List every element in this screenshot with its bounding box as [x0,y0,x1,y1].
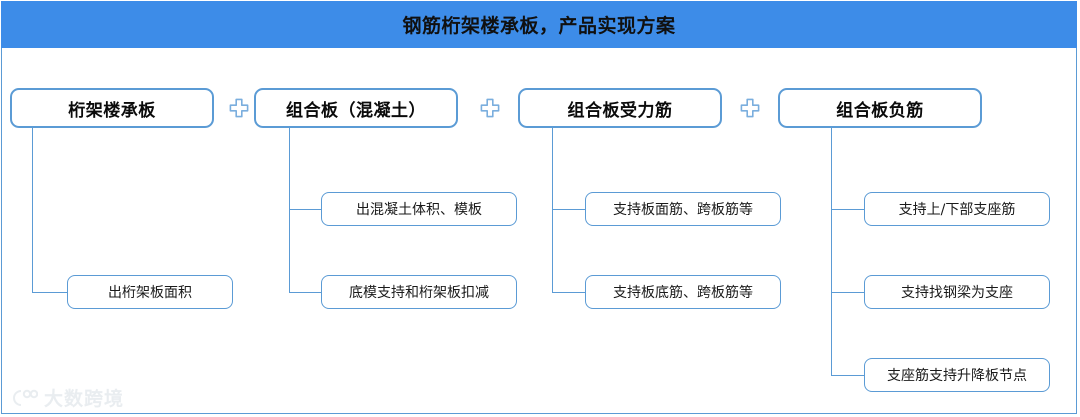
top-box-label: 桁架楼承板 [68,100,156,121]
connector-vline-col-4 [831,128,833,376]
top-box-label: 组合板（混凝土） [286,100,426,121]
connector-hline-col-4-item-1 [831,209,865,211]
sub-box-col-1-item-1[interactable]: 出桁架板面积 [67,275,233,309]
top-box-col-4[interactable]: 组合板负筋 [778,88,982,128]
header-bar: 钢筋桁架楼承板，产品实现方案 [1,1,1077,48]
sub-box-col-2-item-2[interactable]: 底模支持和桁架板扣减 [321,275,517,309]
sub-box-label: 支持板底筋、跨板筋等 [613,285,753,301]
connector-vline-col-3 [552,128,554,293]
sub-box-col-4-item-2[interactable]: 支持找钢梁为支座 [864,275,1050,309]
sub-box-label: 出桁架板面积 [108,285,192,301]
page-title: 钢筋桁架楼承板，产品实现方案 [402,15,676,37]
connector-hline-col-1-item-1 [32,292,68,294]
connector-vline-col-1 [32,128,34,293]
sub-box-label: 支持板面筋、跨板筋等 [613,202,753,218]
top-box-label: 组合板负筋 [836,100,924,121]
connector-hline-col-2-item-1 [289,209,322,211]
connector-vline-col-2 [289,128,291,293]
top-box-col-1[interactable]: 桁架楼承板 [10,88,214,128]
plus-icon-3 [740,98,760,118]
connector-hline-col-2-item-2 [289,292,322,294]
sub-box-col-3-item-2[interactable]: 支持板底筋、跨板筋等 [585,275,781,309]
sub-box-label: 支座筋支持升降板节点 [887,368,1027,384]
sub-box-col-2-item-1[interactable]: 出混凝土体积、模板 [321,192,517,226]
sub-box-col-4-item-1[interactable]: 支持上/下部支座筋 [864,192,1050,226]
sub-box-label: 支持找钢梁为支座 [901,285,1013,301]
sub-box-col-4-item-3[interactable]: 支座筋支持升降板节点 [864,358,1050,392]
top-box-label: 组合板受力筋 [567,100,673,121]
sub-box-col-3-item-1[interactable]: 支持板面筋、跨板筋等 [585,192,781,226]
sub-box-label: 出混凝土体积、模板 [356,202,482,218]
plus-icon-1 [229,98,249,118]
plus-icon-2 [480,98,500,118]
top-box-col-2[interactable]: 组合板（混凝土） [254,88,458,128]
diagram-canvas: 桁架楼承板 出桁架板面积 组合板（混凝土） 出混凝土体积、 [1,49,1077,414]
connector-hline-col-4-item-2 [831,292,865,294]
sub-box-label: 支持上/下部支座筋 [898,202,1016,218]
sub-box-label: 底模支持和桁架板扣减 [349,285,489,301]
connector-hline-col-4-item-3 [831,375,865,377]
connector-hline-col-3-item-2 [552,292,586,294]
connector-hline-col-3-item-1 [552,209,586,211]
top-box-col-3[interactable]: 组合板受力筋 [518,88,722,128]
